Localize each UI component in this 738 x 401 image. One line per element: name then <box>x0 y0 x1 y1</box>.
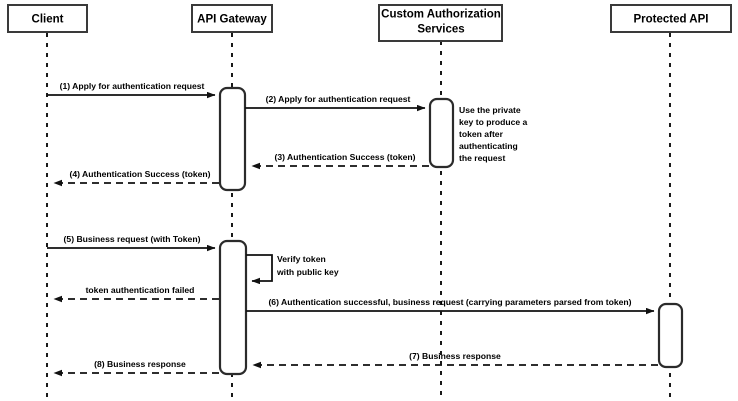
message-token-auth-failed[interactable]: token authentication failed <box>53 285 219 303</box>
activation-api-gateway-business <box>218 239 248 376</box>
message-self-verify-token-label-line2: with public key <box>276 267 339 277</box>
message-5-label: (5) Business request (with Token) <box>64 234 201 244</box>
participant-protected-api[interactable]: Protected API <box>610 4 732 33</box>
participant-label-client: Client <box>32 14 64 26</box>
message-3-label: (3) Authentication Success (token) <box>274 152 415 162</box>
activation-bars-group <box>218 86 684 376</box>
message-3[interactable]: (3) Authentication Success (token) <box>251 152 429 170</box>
participant-label-protected-api: Protected API <box>634 14 709 26</box>
participant-box-client[interactable] <box>7 4 88 33</box>
message-2[interactable]: (2) Apply for authentication request <box>245 94 426 112</box>
message-self-verify-token-arrow <box>246 254 273 285</box>
note-private-key-line-3: token after <box>459 129 504 139</box>
message-2-label: (2) Apply for authentication request <box>266 94 411 104</box>
participant-api-gateway[interactable]: API Gateway <box>191 4 273 33</box>
participant-label-custom-auth-line2: Services <box>417 24 464 36</box>
message-7[interactable]: (7) Business response <box>252 351 658 369</box>
participant-box-api-gateway[interactable] <box>191 4 273 33</box>
participant-box-protected-api[interactable] <box>610 4 732 33</box>
note-private-key-line-5: the request <box>459 153 505 163</box>
activation-api-gateway-auth <box>218 86 247 192</box>
message-self-verify-token[interactable]: Verify token with public key <box>246 254 339 285</box>
message-token-auth-failed-label: token authentication failed <box>86 285 195 295</box>
participant-client[interactable]: Client <box>7 4 88 33</box>
note-private-key-line-2: key to produce a <box>459 117 528 127</box>
participant-box-custom-auth[interactable] <box>378 4 503 42</box>
note-private-key: Use the private key to produce a token a… <box>459 105 528 163</box>
message-4[interactable]: (4) Authentication Success (token) <box>53 169 219 187</box>
message-8-label: (8) Business response <box>94 359 186 369</box>
note-private-key-line-4: authenticating <box>459 141 518 151</box>
message-6-label: (6) Authentication successful, business … <box>268 297 631 307</box>
participant-custom-auth[interactable]: Custom Authorization Services <box>378 4 503 42</box>
message-1-label: (1) Apply for authentication request <box>60 81 205 91</box>
message-4-label: (4) Authentication Success (token) <box>69 169 210 179</box>
message-6[interactable]: (6) Authentication successful, business … <box>246 297 655 315</box>
participant-label-api-gateway: API Gateway <box>197 14 267 26</box>
participant-label-custom-auth-line1: Custom Authorization <box>381 9 501 21</box>
activation-custom-auth <box>428 97 455 169</box>
message-self-verify-token-label-line1: Verify token <box>277 254 326 264</box>
note-private-key-line-1: Use the private <box>459 105 521 115</box>
message-7-label: (7) Business response <box>409 351 501 361</box>
message-8[interactable]: (8) Business response <box>53 359 219 377</box>
message-1[interactable]: (1) Apply for authentication request <box>47 81 216 99</box>
message-5[interactable]: (5) Business request (with Token) <box>47 234 216 252</box>
activation-protected-api <box>657 302 684 369</box>
